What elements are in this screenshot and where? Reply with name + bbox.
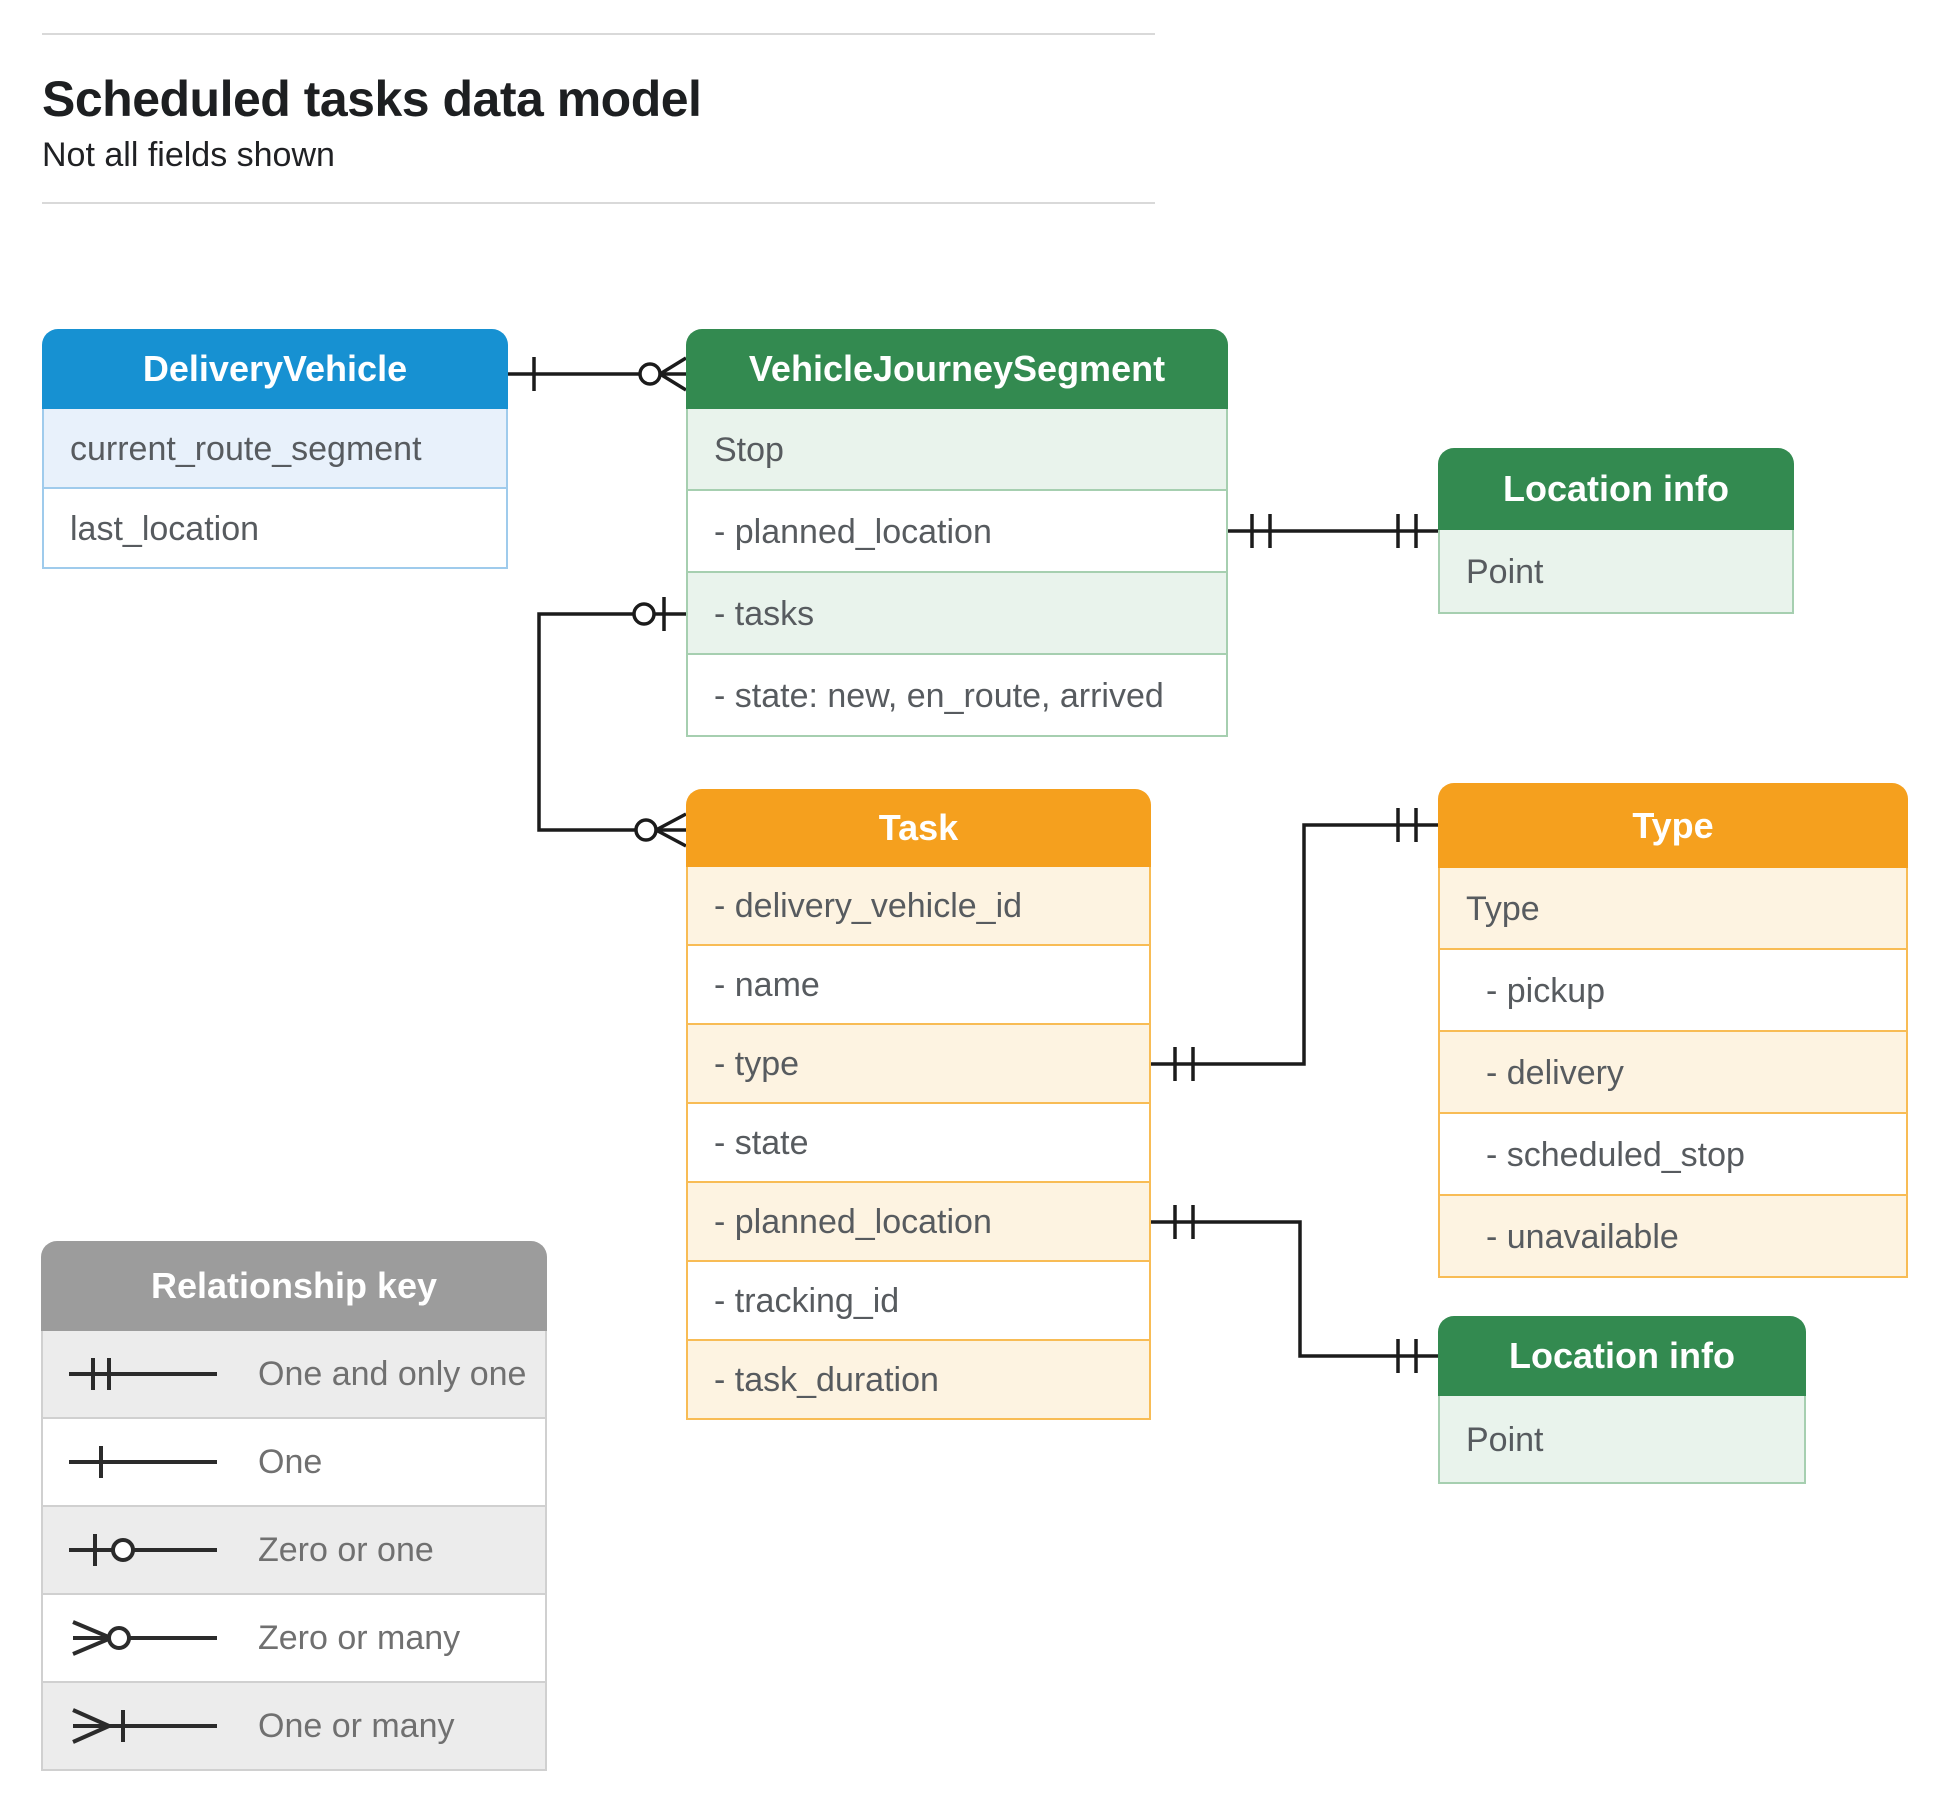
legend-item-label: Zero or one — [258, 1530, 434, 1569]
field-row: - task_duration — [686, 1341, 1151, 1420]
field-row: - delivery_vehicle_id — [686, 867, 1151, 946]
field-row: - tasks — [686, 573, 1228, 655]
relationship-key-title: Relationship key — [41, 1241, 547, 1331]
field-row: - type — [686, 1025, 1151, 1104]
top-divider — [42, 33, 1155, 35]
field-row: Point — [1438, 530, 1794, 614]
one-and-only-one-icon — [69, 1358, 217, 1390]
one-or-many-icon — [72, 1708, 217, 1744]
field-row: - state — [686, 1104, 1151, 1183]
zero-or-many-icon — [72, 1620, 217, 1656]
page-title: Scheduled tasks data model — [42, 71, 702, 127]
entity-task: Task - delivery_vehicle_id - name - type… — [686, 789, 1151, 1420]
legend-item: One — [41, 1419, 547, 1507]
field-row: - tracking_id — [686, 1262, 1151, 1341]
entity-title: Task — [686, 789, 1151, 867]
legend-item: Zero or many — [41, 1595, 547, 1683]
entity-title: VehicleJourneySegment — [686, 329, 1228, 409]
relationship-key: Relationship key One and only one One — [41, 1241, 547, 1771]
legend-item-label: One — [258, 1442, 323, 1481]
connector-vjs-tasks-task — [537, 597, 687, 848]
entity-title: Location info — [1438, 1316, 1806, 1396]
entity-location-info-bottom: Location info Point — [1438, 1316, 1806, 1484]
zero-circle-marker — [634, 818, 658, 842]
field-row: - unavailable — [1438, 1196, 1908, 1278]
connector-vjs-locationinfo-top — [1228, 514, 1438, 548]
entity-title: Type — [1438, 783, 1908, 868]
connector-task-type — [1151, 808, 1438, 1081]
connector-task-locationinfo-bottom — [1151, 1205, 1438, 1373]
field-row: current_route_segment — [42, 409, 508, 489]
field-row: - delivery — [1438, 1032, 1908, 1114]
page-subtitle: Not all fields shown — [42, 136, 335, 174]
legend-item: One or many — [41, 1683, 547, 1771]
field-row: Type — [1438, 868, 1908, 950]
entity-title: DeliveryVehicle — [42, 329, 508, 409]
legend-item: Zero or one — [41, 1507, 547, 1595]
title-divider — [42, 202, 1155, 204]
field-row: last_location — [42, 489, 508, 569]
field-row: - pickup — [1438, 950, 1908, 1032]
entity-title: Location info — [1438, 448, 1794, 530]
field-row: - state: new, en_route, arrived — [686, 655, 1228, 737]
field-row: - planned_location — [686, 491, 1228, 573]
field-row: - name — [686, 946, 1151, 1025]
crow-foot-marker — [659, 356, 687, 376]
legend-item-label: Zero or many — [258, 1618, 461, 1657]
field-row: - planned_location — [686, 1183, 1151, 1262]
entity-vehicle-journey-segment: VehicleJourneySegment Stop - planned_loc… — [686, 329, 1228, 737]
field-row: Stop — [686, 409, 1228, 491]
legend-item: One and only one — [41, 1331, 547, 1419]
entity-type: Type Type - pickup - delivery - schedule… — [1438, 783, 1908, 1278]
legend-item-label: One or many — [258, 1706, 455, 1745]
field-row: Point — [1438, 1396, 1806, 1484]
entity-delivery-vehicle: DeliveryVehicle current_route_segment la… — [42, 329, 508, 569]
zero-or-one-icon — [69, 1534, 217, 1566]
legend-item-label: One and only one — [258, 1354, 527, 1393]
zero-circle-marker — [632, 602, 656, 626]
entity-location-info-top: Location info Point — [1438, 448, 1794, 614]
connector-deliveryvehicle-vehiclejourneysegment — [508, 356, 687, 392]
crow-foot-marker — [655, 812, 687, 832]
field-row: - scheduled_stop — [1438, 1114, 1908, 1196]
one-icon — [69, 1446, 217, 1478]
zero-circle-marker — [638, 362, 662, 386]
